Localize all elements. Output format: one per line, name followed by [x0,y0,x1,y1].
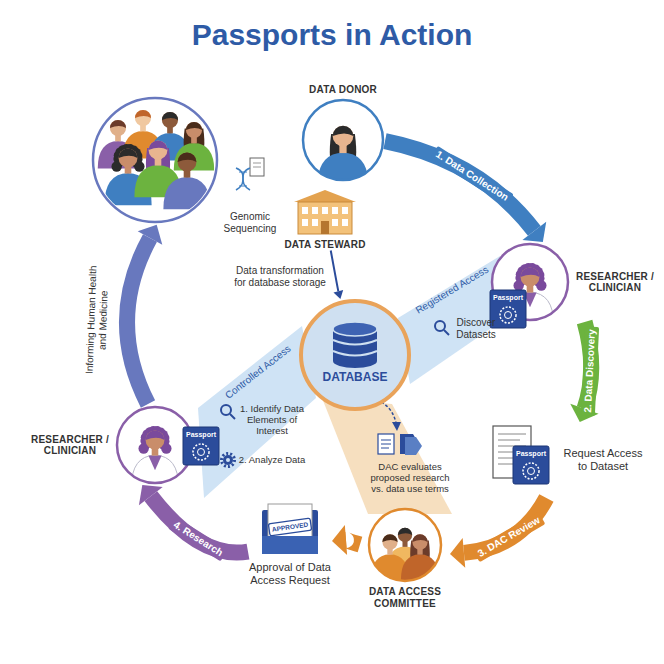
node-illustration [290,188,360,236]
node-label: DATA DONOR [309,84,377,96]
passport-book [183,427,219,465]
node-label: RESEARCHER / CLINICIAN [28,434,112,457]
edge-label: Data transformation for database storage [233,265,328,288]
node-heading-group: DATA STEWARD [284,239,365,251]
diagram-title: Passports in Action [0,18,664,52]
review-note: DAC evaluates proposed research vs. data… [364,462,456,495]
passport-label: Passport [516,450,546,458]
passport-label: Passport [493,294,523,302]
edge-label: 3. DAC Review [473,512,546,562]
researcher-node: RESEARCHER / CLINICIAN [490,242,657,322]
icon-caption: Genomic Sequencing [215,211,285,234]
informing-arrow [127,238,150,404]
person-figure [317,126,369,188]
request-document: Request Access to Dataset [490,422,643,498]
flow-arrow [450,498,546,568]
node-illustration [115,405,195,485]
flow-arrow [570,322,598,422]
donor-node: DATA DONOR [301,84,385,183]
registered-access-wedge [398,256,506,384]
database-node: DATABASE [299,299,411,411]
node-label: DATABASE [299,371,411,385]
node-label: DATA ACCESS COMMITTEE [360,586,450,609]
magnifier-icon [435,321,449,335]
node-label: RESEARCHER / CLINICIAN [573,271,657,294]
node-heading-group: RESEARCHER / CLINICIAN [28,434,112,457]
committee-node: DATA ACCESS COMMITTEE [360,507,450,609]
dna-icon [236,158,264,190]
node-label: Approval of Data Access Request [248,561,332,586]
step-label: 1. Identify Data Elements of Interest [236,404,308,437]
node-illustration [490,242,570,322]
community-circle [93,98,217,222]
passport-book [513,446,549,484]
node-heading-group: Approval of Data Access Request [248,561,332,586]
node-heading-group: Request Access to Dataset [563,447,643,472]
step-label: Discover Datasets [446,317,506,340]
node-heading-group: DATABASE [299,371,411,385]
informing-arrowhead [138,225,163,245]
flow-arrow [331,251,343,300]
node-illustration [299,299,411,411]
flow-arrow [332,525,360,555]
magnifier-icon [221,405,235,419]
node-heading-group: DATA DONOR [309,84,377,96]
person-figure [401,534,439,580]
passport-label: Passport [186,431,216,439]
community-crowd [98,110,215,209]
controlled-access-wedge [198,326,316,498]
approval-document: Approval of Data Access Request [248,502,332,586]
edge-label: 1. Data Collection [430,146,513,206]
edge-label: 2. Data Discovery [581,326,599,416]
dac-review-wedge [322,398,452,514]
gear-icon [222,454,235,467]
edge-label: 4. Research [168,517,228,562]
node-label: DATA STEWARD [284,239,365,251]
flow-arrow [385,141,546,242]
node-illustration [301,98,385,182]
person-figure [163,153,210,210]
node-heading-group: DATA ACCESS COMMITTEE [360,586,450,609]
step-label: 2. Analyze Data [239,455,306,466]
researcher-node: RESEARCHER / CLINICIAN [28,405,195,485]
outcome-label: Informing Human Health and Medicine [83,260,110,381]
steward-node: DATA STEWARD [284,188,365,251]
community-outline [93,98,217,222]
node-illustration [367,507,443,583]
dataset-flow [372,398,422,455]
node-illustration [490,422,560,498]
node-heading-group: RESEARCHER / CLINICIAN [573,271,657,294]
node-label: Request Access to Dataset [563,447,643,472]
